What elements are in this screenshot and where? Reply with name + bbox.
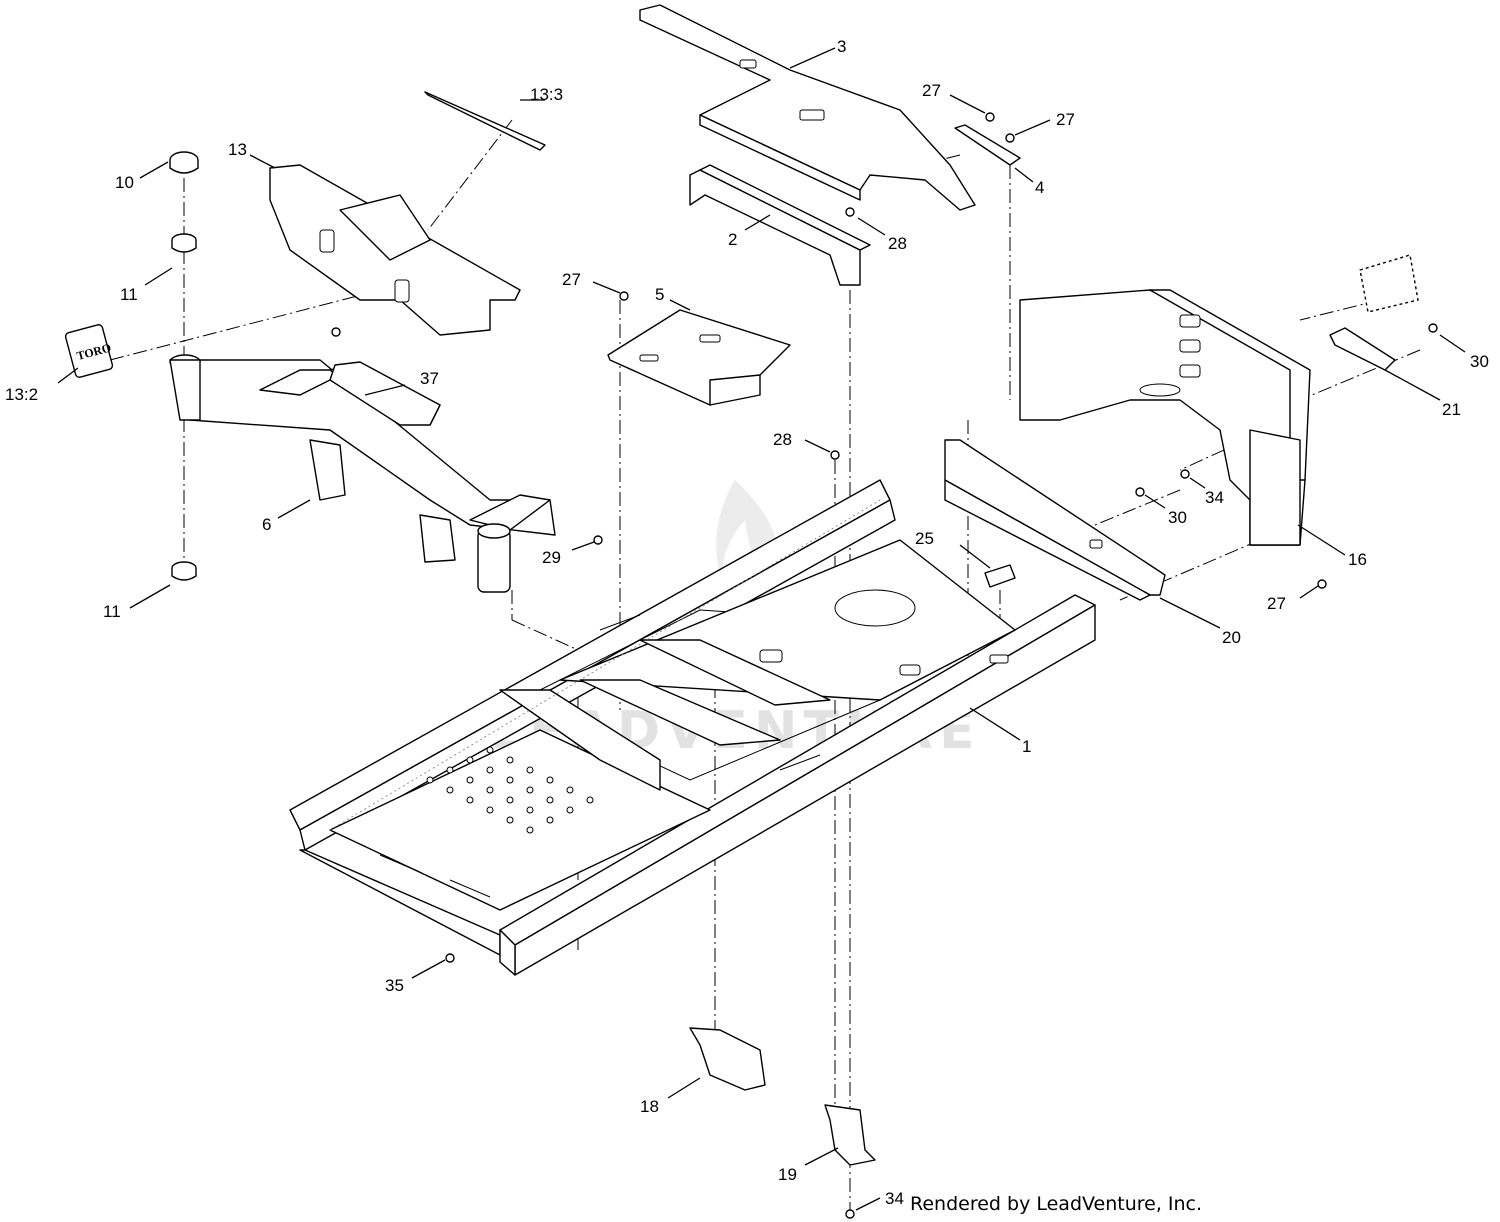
small-bracket[interactable] [954, 124, 1021, 166]
callout-25: 25 [915, 529, 934, 548]
credit-text: Rendered by LeadVenture, Inc. [910, 1193, 1202, 1215]
callout-18: 18 [640, 1097, 659, 1116]
bearing-lower[interactable] [171, 561, 197, 581]
callout-20: 20 [1222, 628, 1241, 647]
callout-13-2: 13:2 [5, 385, 38, 404]
callout-11-upper: 11 [120, 285, 138, 304]
callout-28-mid: 28 [773, 430, 792, 449]
callout-10: 10 [115, 173, 134, 192]
rear-bracket[interactable] [1329, 327, 1396, 371]
callout-27-lower: 27 [1267, 594, 1286, 613]
mount-plate[interactable] [607, 309, 791, 406]
callout-37: 37 [420, 369, 439, 388]
rear-decal[interactable] [1359, 254, 1419, 313]
callout-2: 2 [728, 230, 737, 249]
callout-30-right: 30 [1470, 352, 1489, 371]
callout-19: 19 [778, 1165, 797, 1184]
rear-frame[interactable] [1019, 289, 1311, 546]
callout-11-lower: 11 [103, 602, 121, 621]
lower-bracket-right[interactable] [824, 1104, 876, 1166]
console-cover[interactable] [269, 164, 521, 336]
callout-34-bottom: 34 [885, 1189, 904, 1208]
dust-cap[interactable] [169, 151, 199, 174]
callout-27-top: 27 [922, 81, 941, 100]
callout-27-right: 27 [1056, 110, 1075, 129]
callouts: 1 2 3 4 5 6 10 11 11 13 13:2 13:3 16 18 … [5, 37, 1489, 1211]
callout-13-3: 13:3 [530, 85, 563, 104]
callout-21: 21 [1442, 400, 1461, 419]
pad[interactable] [984, 564, 1016, 588]
callout-34-mid: 34 [1205, 488, 1224, 507]
callout-3: 3 [837, 37, 846, 56]
toro-decal[interactable]: TORO [64, 324, 114, 378]
callout-6: 6 [262, 515, 271, 534]
cross-member[interactable] [944, 439, 1166, 601]
callout-4: 4 [1035, 178, 1044, 197]
bearing-upper[interactable] [171, 233, 197, 253]
decal-strip[interactable] [424, 91, 546, 151]
callout-1: 1 [1022, 737, 1031, 756]
callout-16: 16 [1348, 550, 1367, 569]
upper-bracket[interactable] [689, 164, 871, 286]
callout-29: 29 [542, 548, 561, 567]
small-plate[interactable] [329, 361, 441, 426]
callout-28-upper: 28 [888, 234, 907, 253]
top-plate[interactable] [639, 4, 976, 211]
callout-27-mid: 27 [562, 270, 581, 289]
callout-5: 5 [655, 285, 664, 304]
callout-13: 13 [228, 140, 247, 159]
main-frame[interactable] [289, 479, 1096, 976]
fasteners [331, 112, 1438, 1219]
callout-35: 35 [385, 976, 404, 995]
lower-bracket-left[interactable] [689, 1027, 766, 1091]
callout-30-mid: 30 [1168, 508, 1187, 527]
